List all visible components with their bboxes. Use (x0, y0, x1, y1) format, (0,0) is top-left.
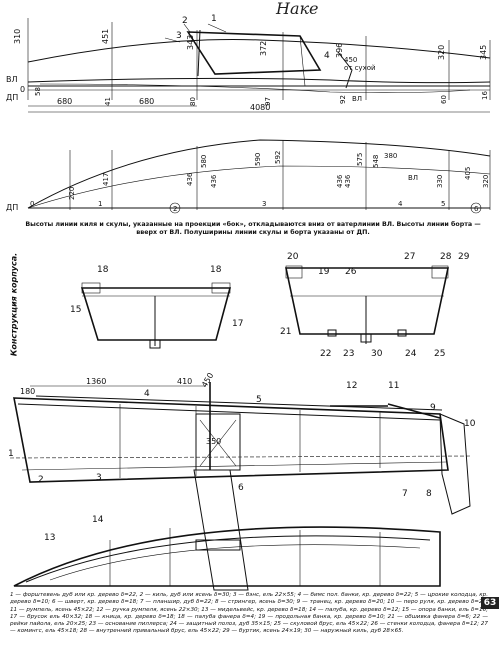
station-1: 1 (98, 200, 102, 208)
section-left-15: 15 (70, 305, 81, 315)
plan-width-13: 330 (436, 175, 444, 188)
section-right-24: 24 (405, 349, 417, 359)
plan-width-4: 580 (200, 155, 208, 168)
station-2: 2 (173, 205, 177, 213)
dim-680-2: 680 (139, 97, 154, 106)
plan-width-9: 436 (210, 174, 218, 188)
profile-low-4: 92 (339, 95, 347, 104)
plan-width-6: 592 (274, 151, 282, 164)
station-0: 0 (30, 200, 34, 208)
profile-low-6: 58 (34, 87, 42, 96)
section-right-21: 21 (280, 327, 291, 337)
page-number: 63 (481, 597, 499, 609)
profile-height-2: 451 (101, 29, 110, 44)
profile-height-4: 372 (259, 41, 268, 56)
profile-low-1: 41 (104, 97, 112, 106)
section-right: 20 19 26 27 28 29 21 22 23 30 24 25 (280, 252, 470, 359)
section-right-30: 30 (371, 349, 383, 359)
long-callout-6: 6 (238, 483, 244, 493)
long-dim-410: 410 (177, 377, 192, 386)
profile-note-450: 450 (344, 56, 357, 64)
long-callout-11: 11 (388, 381, 399, 391)
plan-width-5: 590 (254, 153, 262, 166)
plan-width-1: 220 (68, 187, 76, 200)
section-right-25: 25 (434, 349, 445, 359)
section-left-18a: 18 (97, 265, 109, 275)
long-callout-4: 4 (144, 389, 150, 399)
section-right-27: 27 (404, 252, 415, 262)
profile-note-dry: от сухой (344, 64, 376, 72)
profile-label-dp: ДП (6, 93, 18, 102)
section-right-19: 19 (318, 267, 330, 277)
plan-width-10: 320 (482, 175, 490, 188)
plan-width-11: 436 (336, 174, 344, 188)
station-4: 4 (398, 200, 403, 208)
section-left: 18 18 15 17 (70, 265, 243, 349)
plan-label-dp: ДП (6, 203, 18, 212)
long-callout-2: 2 (38, 475, 44, 485)
long-callout-13: 13 (44, 533, 55, 543)
long-dim-180: 180 (20, 387, 35, 396)
plan-view: 220 417 436 580 590 592 575 548 436 320 … (6, 139, 491, 214)
deck-plan (13, 526, 441, 587)
long-callout-1: 1 (8, 449, 14, 459)
station-5: 5 (441, 200, 445, 208)
section-left-18b: 18 (210, 265, 222, 275)
long-callout-8: 8 (426, 489, 432, 499)
long-callout-7: 7 (402, 489, 408, 499)
dim-680-1: 680 (57, 97, 72, 106)
plan-width-12: 436 (344, 174, 352, 188)
figure-caption: Высоты линии киля и скулы, указанные на … (25, 221, 481, 236)
plan-width-2: 417 (102, 173, 110, 186)
longitudinal-section: 1360 410 450 180 350 12 11 4 6 5 9 10 1 … (8, 371, 476, 591)
callout-3: 3 (176, 31, 182, 41)
callout-4: 4 (324, 51, 330, 61)
long-callout-10: 10 (464, 419, 476, 429)
section-right-22: 22 (320, 349, 331, 359)
profile-height-6: 320 (437, 45, 446, 60)
parts-legend: 1 — форштевень дуб или кр. дерево δ=22, … (10, 592, 488, 635)
long-dim-450: 450 (200, 371, 215, 389)
callout-1: 1 (211, 14, 217, 24)
profile-height-1: 310 (13, 29, 22, 44)
station-3: 3 (262, 200, 266, 208)
plan-width-3: 436 (186, 172, 194, 186)
header-text: Наке (275, 0, 319, 18)
profile-low-2: 80 (189, 97, 197, 106)
profile-height-5: 396 (335, 43, 344, 58)
profile-label-zero: 0 (20, 85, 25, 94)
long-callout-9: 9 (430, 403, 436, 413)
callout-2: 2 (182, 16, 188, 26)
profile-low-5: 60 (440, 95, 448, 104)
long-callout-14: 14 (92, 515, 104, 525)
profile-label-vl: ВЛ (6, 75, 18, 84)
long-callout-5: 5 (256, 395, 262, 405)
profile-view: 3 2 1 4 310 451 343 372 396 320 345 41 8… (6, 14, 491, 113)
profile-height-3: 343 (186, 35, 195, 50)
station-6: 6 (474, 205, 479, 213)
dim-4080: 4080 (250, 103, 270, 112)
section-right-23: 23 (343, 349, 354, 359)
profile-low-7: 16 (481, 91, 489, 100)
plan-label-vl: ВЛ (408, 174, 418, 182)
section-left-17: 17 (232, 319, 243, 329)
profile-height-7: 345 (479, 45, 488, 60)
section-right-26: 26 (345, 267, 357, 277)
plan-width-14: 405 (464, 167, 472, 180)
plan-width-7: 575 (356, 153, 364, 166)
plan-width-8: 548 (372, 155, 380, 168)
side-title: Конструкция корпуса. (9, 252, 19, 357)
profile-low-3: 97 (264, 97, 272, 106)
long-callout-3: 3 (96, 473, 102, 483)
plan-note-380: 380 (384, 152, 397, 160)
profile-label-vl-2: ВЛ (352, 95, 362, 103)
section-right-28: 28 (440, 252, 452, 262)
section-right-29: 29 (458, 252, 470, 262)
long-callout-12: 12 (346, 381, 357, 391)
long-dim-350: 350 (206, 437, 221, 446)
section-right-20: 20 (287, 252, 299, 262)
long-dim-1360: 1360 (86, 377, 106, 386)
